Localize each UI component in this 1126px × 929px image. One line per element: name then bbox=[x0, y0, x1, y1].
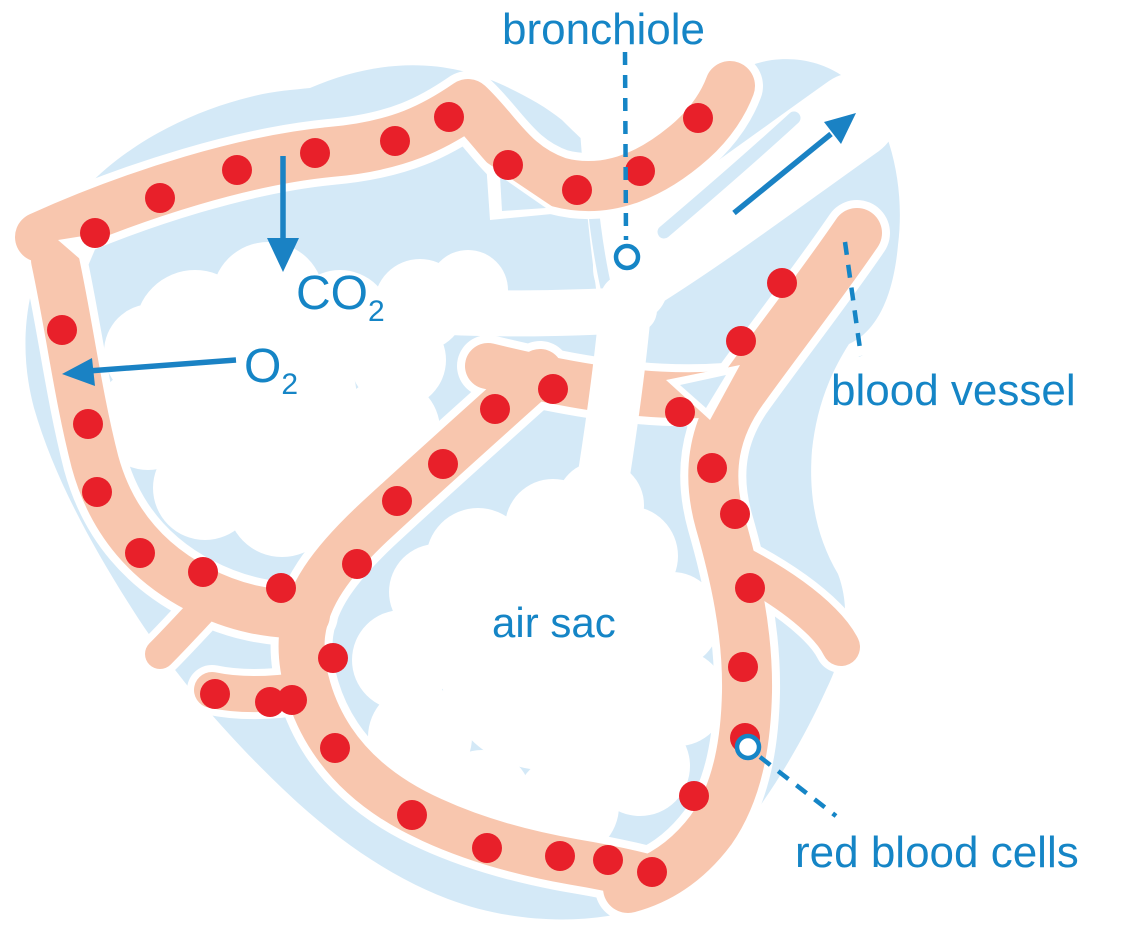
co2-label: CO2 bbox=[296, 267, 385, 328]
red-blood-cell bbox=[735, 573, 765, 603]
red-blood-cell bbox=[428, 449, 458, 479]
red-blood-cell bbox=[562, 175, 592, 205]
cloud-lobe bbox=[104, 304, 200, 400]
red-blood-cell bbox=[320, 733, 350, 763]
blood-vessel-left bbox=[31, 236, 330, 639]
red-blood-cell bbox=[255, 687, 285, 717]
red-blood-cell bbox=[726, 326, 756, 356]
red-blood-cell bbox=[625, 156, 655, 186]
red-blood-cell bbox=[538, 374, 568, 404]
o2-arrow-head-icon bbox=[62, 358, 95, 386]
cloud-lobe bbox=[440, 560, 650, 770]
o2-label: O2 bbox=[244, 340, 298, 401]
red-blood-cell bbox=[665, 397, 695, 427]
blood-vessel-leader-line bbox=[842, 241, 864, 357]
airflow-arrow-head-icon bbox=[824, 113, 856, 144]
red-blood-cells-label: red blood cells bbox=[795, 828, 1079, 877]
vessel-notch-fill bbox=[500, 176, 546, 211]
red-blood-cell bbox=[125, 538, 155, 568]
red-blood-cell bbox=[82, 477, 112, 507]
red-blood-cell bbox=[382, 486, 412, 516]
red-blood-cell bbox=[342, 549, 372, 579]
red-blood-cell bbox=[47, 315, 77, 345]
bronchiole-branches bbox=[393, 274, 657, 500]
flow-arrows bbox=[62, 113, 856, 386]
leaders bbox=[613, 51, 864, 818]
blood-vessel-branch bbox=[723, 547, 860, 666]
airflow-arrow bbox=[732, 131, 833, 216]
bronchiole-stripe bbox=[657, 111, 801, 239]
cloud-lobe bbox=[624, 572, 720, 668]
red-blood-cell bbox=[222, 155, 252, 185]
blood-vessel-left-stub bbox=[145, 582, 229, 669]
bronchiole-marker bbox=[613, 243, 641, 271]
red-blood-cell bbox=[300, 138, 330, 168]
red-blood-cell bbox=[380, 126, 410, 156]
red-blood-cell bbox=[493, 150, 523, 180]
red-blood-cell bbox=[80, 218, 110, 248]
red-blood-cells-layer bbox=[47, 102, 797, 887]
red-blood-cell bbox=[277, 685, 307, 715]
red-blood-cell bbox=[397, 800, 427, 830]
o2-arrow bbox=[87, 357, 237, 374]
red-blood-cell bbox=[318, 643, 348, 673]
red-blood-cell bbox=[767, 268, 797, 298]
co2-arrow-head-icon bbox=[267, 238, 299, 272]
red-blood-cell bbox=[679, 781, 709, 811]
red-blood-cell bbox=[480, 394, 510, 424]
labels: bronchiole blood vessel air sac red bloo… bbox=[244, 5, 1079, 877]
red-blood-cell bbox=[73, 409, 103, 439]
red-blood-cell bbox=[545, 841, 575, 871]
red-blood-cell bbox=[683, 103, 713, 133]
cloud-lobe bbox=[187, 315, 357, 485]
red-blood-cell bbox=[200, 679, 230, 709]
blood-vessel-label: blood vessel bbox=[831, 366, 1076, 415]
red-blood-cell-marker bbox=[734, 733, 762, 761]
bronchiole-leader-line bbox=[622, 51, 629, 241]
red-blood-cell bbox=[145, 183, 175, 213]
red-blood-cell bbox=[720, 499, 750, 529]
bronchiole-branch-down bbox=[578, 274, 652, 500]
bronchiole-label: bronchiole bbox=[502, 5, 705, 54]
red-blood-cells-leader-line bbox=[758, 755, 838, 818]
air-sac-label: air sac bbox=[492, 599, 616, 646]
red-blood-cell bbox=[266, 573, 296, 603]
red-blood-cell bbox=[728, 652, 758, 682]
red-blood-cell bbox=[593, 845, 623, 875]
junction-notch-fill bbox=[680, 375, 726, 408]
red-blood-cell bbox=[697, 453, 727, 483]
red-blood-cell bbox=[188, 557, 218, 587]
red-blood-cell bbox=[637, 857, 667, 887]
red-blood-cell bbox=[472, 833, 502, 863]
red-blood-cell bbox=[434, 102, 464, 132]
